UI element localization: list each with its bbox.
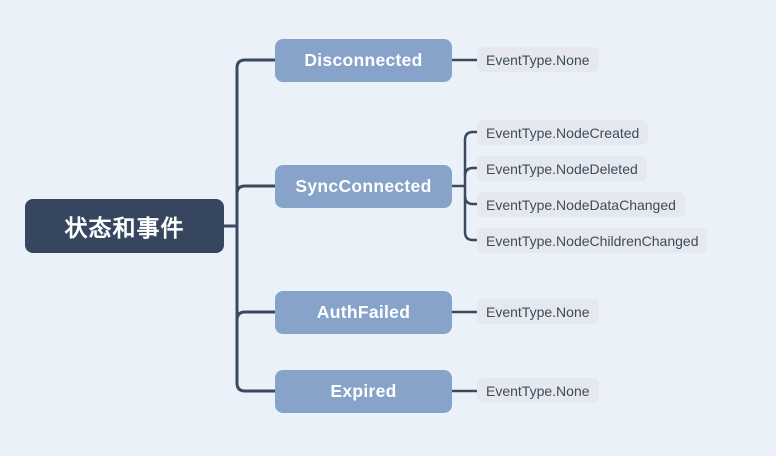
connector-leaf-nodechildrenchanged xyxy=(463,231,477,242)
branch-node-disconnected[interactable]: Disconnected xyxy=(275,39,452,82)
leaf-node-nodedatachanged[interactable]: EventType.NodeDataChanged xyxy=(477,192,685,217)
connector-branch-authfailed xyxy=(235,310,275,321)
leaf-node-expired-none[interactable]: EventType.None xyxy=(477,378,599,403)
leaf-node-disconnected-none[interactable]: EventType.None xyxy=(477,47,599,72)
leaf-node-authfailed-none[interactable]: EventType.None xyxy=(477,299,599,324)
branch-node-expired[interactable]: Expired xyxy=(275,370,452,413)
connector-branch-disconnected xyxy=(235,58,275,69)
connector-leaf-nodedatachanged xyxy=(463,195,477,206)
connector-leaf-nodedeleted xyxy=(463,166,477,177)
leaf-node-nodechildrenchanged[interactable]: EventType.NodeChildrenChanged xyxy=(477,228,708,253)
root-node[interactable]: 状态和事件 xyxy=(25,199,224,253)
branch-node-syncconnected[interactable]: SyncConnected xyxy=(275,165,452,208)
connector-branch-syncconnected xyxy=(235,184,275,195)
connector-branch-expired xyxy=(235,382,275,393)
connector-leaf-nodecreated xyxy=(463,130,477,141)
leaf-node-nodecreated[interactable]: EventType.NodeCreated xyxy=(477,120,649,145)
branch-node-authfailed[interactable]: AuthFailed xyxy=(275,291,452,334)
leaf-node-nodedeleted[interactable]: EventType.NodeDeleted xyxy=(477,156,647,181)
